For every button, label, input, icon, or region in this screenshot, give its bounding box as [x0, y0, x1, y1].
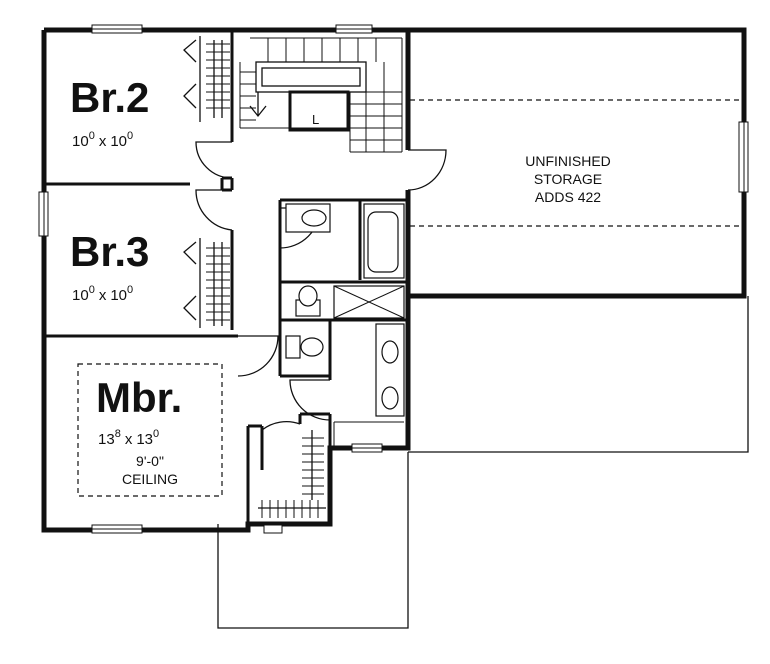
mbr-tray-ceiling: [77, 363, 223, 497]
mbr-name: Mbr.: [96, 374, 182, 421]
interior-walls: [44, 30, 411, 524]
storage-dashes: [410, 99, 742, 227]
stair-landing-label: L: [312, 112, 319, 127]
windows: [38, 24, 749, 534]
storage-line-2: STORAGE: [534, 171, 602, 187]
lower-roof-outline: [217, 296, 749, 629]
bath-fixtures: [285, 203, 405, 446]
storage-line-3: ADDS 422: [535, 189, 601, 205]
staircase: [239, 37, 403, 153]
storage-line-1: UNFINISHED: [525, 153, 611, 169]
br2-name: Br.2: [70, 74, 149, 121]
closets: [183, 36, 326, 518]
mbr-ceiling-height: 9'-0": [136, 453, 164, 469]
window-closet-bottom: [263, 524, 283, 534]
br3-name: Br.3: [70, 228, 149, 275]
mbr-ceiling-label: CEILING: [122, 471, 178, 487]
